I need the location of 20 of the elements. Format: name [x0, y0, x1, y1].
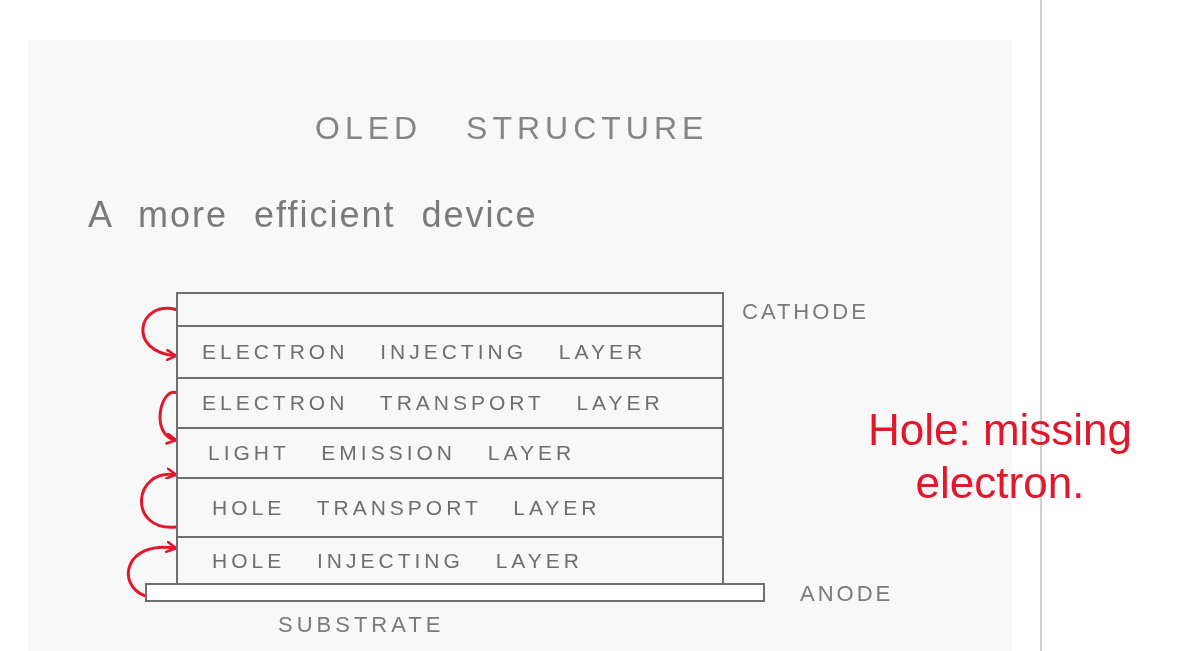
layer-label: LIGHT EMISSION LAYER: [207, 440, 577, 466]
layer-box: [176, 292, 724, 327]
substrate-label: SUBSTRATE: [278, 612, 445, 639]
handwritten-note: Hole: missing electron.: [866, 404, 1134, 509]
electrode-label: ANODE: [800, 581, 894, 608]
layer-label: ELECTRON TRANSPORT LAYER: [201, 390, 665, 416]
layer-label: HOLE TRANSPORT LAYER: [211, 494, 602, 521]
layer-box: [176, 477, 724, 538]
electrode-label: CATHODE: [742, 299, 869, 326]
electrode-bar: [145, 583, 765, 602]
subtitle: A more efficient device: [88, 193, 538, 237]
layer-box: [176, 377, 724, 429]
layer-label: ELECTRON INJECTING LAYER: [201, 339, 648, 365]
curved-arrow: [140, 468, 178, 529]
curved-arrow: [127, 541, 178, 598]
layer-box: [176, 325, 724, 379]
curved-arrow: [141, 306, 178, 361]
title: OLED STRUCTURE: [315, 110, 709, 147]
layer-label: HOLE INJECTING LAYER: [211, 547, 584, 574]
layer-box: [176, 427, 724, 479]
